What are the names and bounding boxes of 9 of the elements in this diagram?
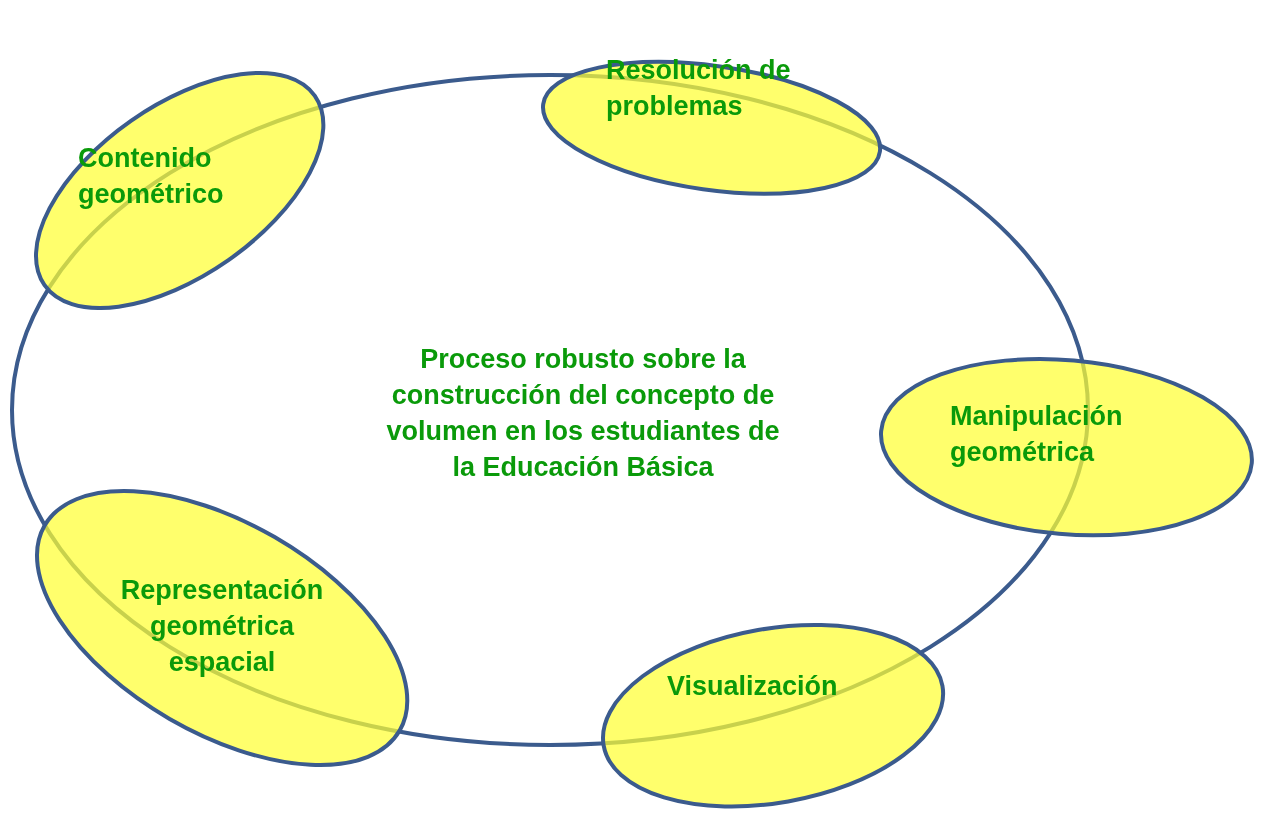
node-label: Visualización — [667, 670, 839, 703]
node-label: Manipulación geométrica — [950, 400, 1124, 469]
node-label: Proceso robusto sobre la construcción del concepto de volumen en los estudiantes de la Educación Básica — [385, 343, 781, 484]
ellipse-node — [33, 69, 327, 311]
ellipse-node — [540, 59, 884, 197]
ellipse-node — [33, 487, 411, 768]
ellipse-node — [877, 355, 1255, 539]
node-label: Representación geométrica espacial — [119, 574, 325, 679]
ellipse-node — [599, 622, 947, 810]
